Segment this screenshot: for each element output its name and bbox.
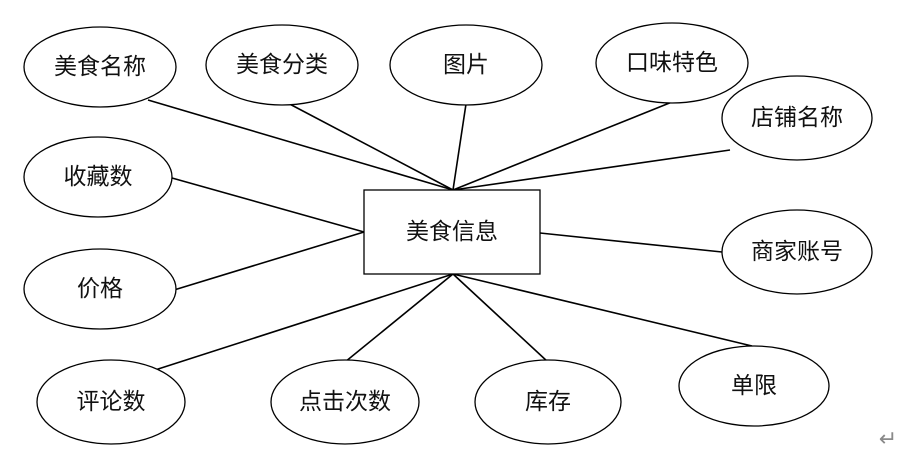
attribute-ellipse bbox=[270, 359, 420, 445]
edge-stock bbox=[452, 273, 549, 363]
edge-image bbox=[452, 103, 467, 191]
attribute-label: 价格 bbox=[77, 276, 123, 302]
attribute-ellipse bbox=[474, 359, 622, 445]
attribute-label: 库存 bbox=[525, 389, 571, 415]
attribute-ellipse bbox=[595, 22, 749, 104]
edge-price bbox=[173, 231, 365, 291]
attribute-ellipse bbox=[721, 75, 873, 161]
edge-food-name bbox=[147, 99, 454, 191]
edge-taste-feature bbox=[452, 101, 673, 191]
attribute-label: 收藏数 bbox=[64, 164, 133, 190]
attribute-label: 店铺名称 bbox=[751, 105, 843, 131]
edge-shop-name bbox=[452, 149, 731, 191]
attribute-ellipse bbox=[23, 26, 177, 108]
attribute-label: 单限 bbox=[731, 373, 777, 399]
attribute-ellipse bbox=[23, 248, 177, 330]
attribute-shop-name: 店铺名称 bbox=[721, 75, 873, 161]
paragraph-mark: ↵ bbox=[879, 427, 897, 452]
attribute-favorites-count: 收藏数 bbox=[23, 136, 173, 218]
attribute-ellipse bbox=[721, 209, 873, 295]
attribute-ellipse bbox=[23, 136, 173, 218]
attribute-label: 美食名称 bbox=[54, 54, 146, 80]
attribute-click-count: 点击次数 bbox=[270, 359, 420, 445]
attribute-comment-count: 评论数 bbox=[36, 359, 186, 445]
entity-box bbox=[363, 189, 541, 275]
attribute-ellipse bbox=[36, 359, 186, 445]
edge-merchant-account bbox=[539, 232, 723, 253]
attribute-stock: 库存 bbox=[474, 359, 622, 445]
edge-click-count bbox=[344, 273, 454, 363]
attribute-food-category: 美食分类 bbox=[205, 24, 359, 106]
entity-label: 美食信息 bbox=[406, 219, 498, 245]
edge-food-category bbox=[281, 99, 454, 191]
edge-favorites-count bbox=[171, 177, 365, 233]
attribute-purchase-limit: 单限 bbox=[678, 345, 830, 427]
attribute-label: 图片 bbox=[443, 52, 489, 78]
attribute-price: 价格 bbox=[23, 248, 177, 330]
attribute-merchant-account: 商家账号 bbox=[721, 209, 873, 295]
attribute-label: 点击次数 bbox=[299, 389, 391, 415]
attribute-label: 美食分类 bbox=[236, 52, 328, 78]
edge-purchase-limit bbox=[452, 273, 753, 347]
attribute-label: 评论数 bbox=[77, 389, 146, 415]
edge-comment-count bbox=[154, 273, 454, 371]
attribute-image: 图片 bbox=[389, 24, 543, 106]
attribute-label: 商家账号 bbox=[751, 239, 843, 265]
attribute-label: 口味特色 bbox=[626, 50, 718, 76]
attribute-ellipse bbox=[678, 345, 830, 427]
attribute-taste-feature: 口味特色 bbox=[595, 22, 749, 104]
attribute-food-name: 美食名称 bbox=[23, 26, 177, 108]
attribute-ellipse bbox=[389, 24, 543, 106]
attribute-ellipse bbox=[205, 24, 359, 106]
